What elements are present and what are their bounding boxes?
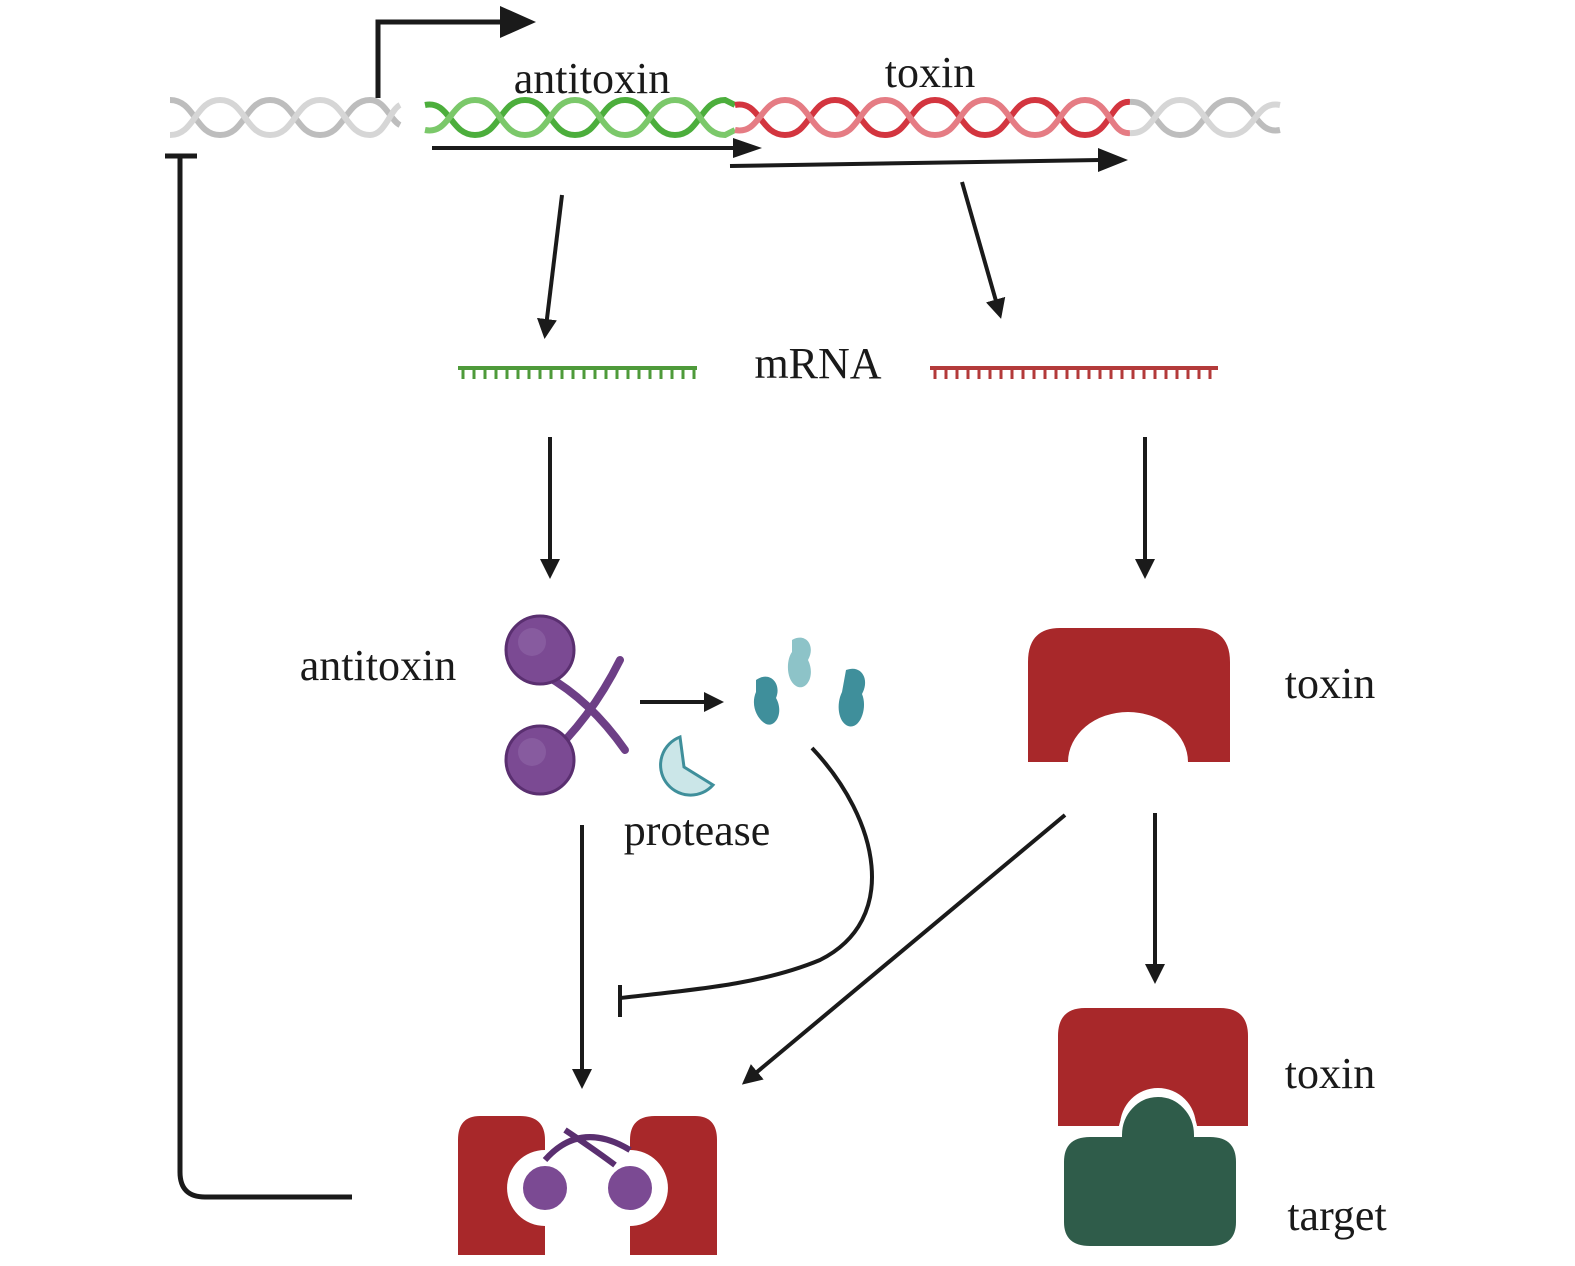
transcription-arrow-antitoxin xyxy=(537,194,564,339)
antitoxin-protein-label: antitoxin xyxy=(300,641,456,690)
autorepression-line xyxy=(165,153,352,1200)
dna-left-flank xyxy=(169,96,402,139)
antitoxin-transcript-arrow xyxy=(432,138,762,158)
toxin-protein-label: toxin xyxy=(1285,659,1375,708)
dna-antitoxin-gene xyxy=(424,96,737,139)
toxin-transcript-arrow xyxy=(729,148,1128,172)
antitoxin-protein xyxy=(504,614,629,796)
toxin-protein xyxy=(1028,628,1230,762)
toxin-antitoxin-complex xyxy=(458,1116,717,1255)
toxin-bound-label: toxin xyxy=(1285,1049,1375,1098)
mrna-label: mRNA xyxy=(754,339,881,388)
degraded-antitoxin-fragments-icon xyxy=(753,637,866,727)
target-label: target xyxy=(1287,1191,1386,1240)
dna-right-flank xyxy=(1129,96,1281,139)
dna-toxin-gene xyxy=(734,96,1131,139)
antitoxin-mrna xyxy=(458,366,697,379)
transcription-arrow-toxin xyxy=(960,181,1006,319)
toxin-bound-to-target xyxy=(1058,1008,1248,1250)
protease-icon xyxy=(659,734,716,797)
gene-antitoxin-label: antitoxin xyxy=(514,54,670,103)
toxin-mrna xyxy=(930,366,1218,379)
toxin-complex-arrow xyxy=(741,813,1067,1085)
dna-strand xyxy=(169,96,1281,139)
gene-toxin-label: toxin xyxy=(885,48,975,97)
promoter-arrow xyxy=(375,6,536,98)
protease-inhibition-arc xyxy=(618,746,874,1017)
protease-label: protease xyxy=(624,806,771,855)
